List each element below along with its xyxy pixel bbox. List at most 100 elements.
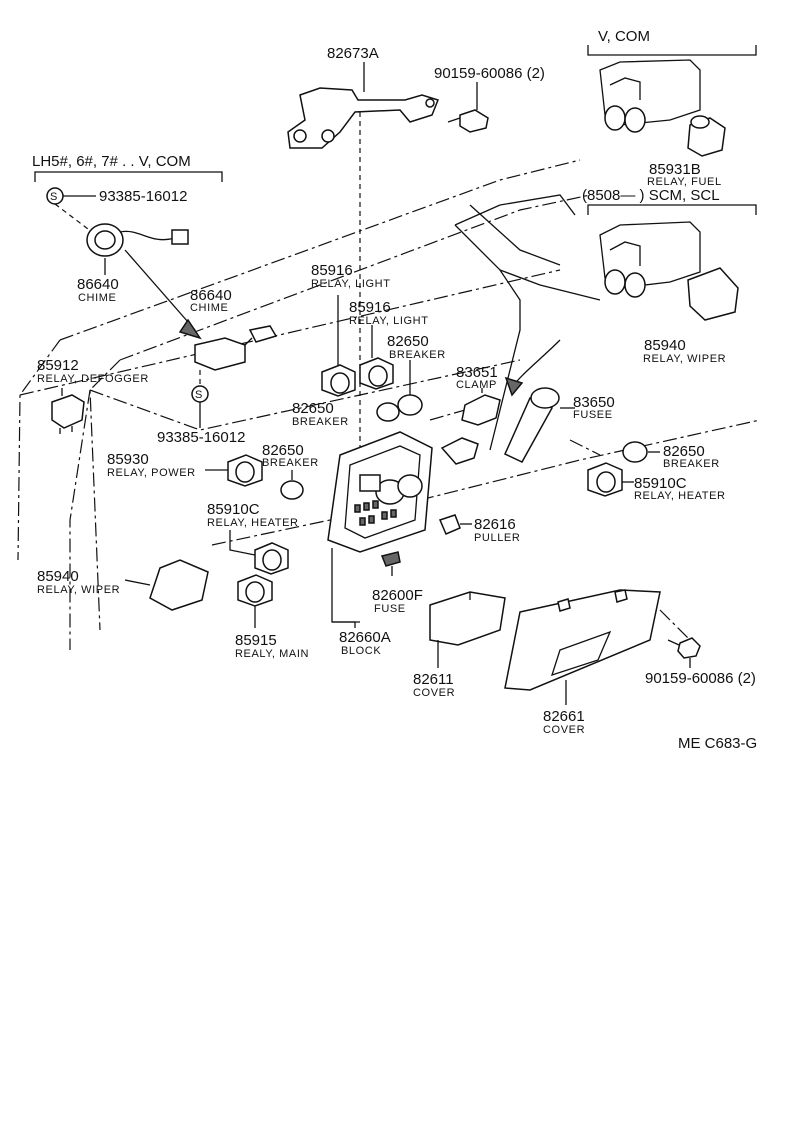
puller-82616 (438, 514, 472, 535)
part-name: RELAY, HEATER (634, 490, 726, 502)
part-number: 85915 (235, 632, 277, 649)
cover-small-icon (429, 591, 506, 646)
part-name: RELAY, FUEL (647, 176, 722, 188)
leader-line (331, 548, 356, 628)
part-number: 85931B (649, 161, 701, 178)
part-label-86640-inset: 86640 CHIME (77, 276, 119, 304)
breaker-82650-right (622, 441, 660, 463)
relay-heater-face-icon (596, 471, 616, 493)
relay-fuel-top-icon (690, 115, 710, 129)
fuse-icon (380, 551, 401, 567)
fuse-slot-icon (354, 504, 361, 513)
part-label-82660A: 82660A BLOCK (339, 629, 391, 657)
fuse-tool-83650 (504, 387, 575, 463)
s-mark-label: S (50, 191, 58, 203)
panel-line (659, 609, 691, 641)
part-number: 82650 (387, 333, 429, 350)
chime-connector-icon (171, 229, 189, 245)
part-label-85912: 85912 RELAY, DEFOGGER (37, 357, 148, 385)
inset-bracket-top (34, 171, 223, 182)
bracket-hole-icon (293, 129, 307, 143)
part-name: REALY, MAIN (235, 648, 309, 660)
inset-header-v-com: V, COM (598, 28, 650, 45)
arrow-line (124, 249, 196, 331)
cover-clip-icon (614, 589, 628, 603)
relay-heater-right (587, 462, 634, 497)
part-label-85930: 85930 RELAY, POWER (107, 451, 195, 479)
relay-power-face-icon (235, 461, 255, 483)
relay-heater-face-icon (262, 549, 282, 571)
block-socket-icon (359, 474, 381, 492)
fuse-slot-icon (390, 509, 397, 518)
part-label-85940-left: 85940 RELAY, WIPER (37, 568, 120, 596)
inset-panel-detail (609, 241, 641, 266)
part-label-82616: 82616 PULLER (474, 516, 520, 544)
fusee-cap-icon (530, 387, 560, 409)
part-label-85910C-right: 85910C RELAY, HEATER (634, 475, 726, 502)
bracket-hole-icon (425, 98, 435, 108)
relay-heater-left (211, 519, 331, 575)
chime-block-icon (194, 337, 246, 371)
part-name: BREAKER (389, 349, 446, 361)
chime-wire-icon (119, 230, 176, 241)
part-name: FUSEE (573, 409, 613, 421)
part-label-82611: 82611 COVER (413, 671, 455, 699)
puller-icon (438, 514, 461, 535)
cover-82661 (504, 589, 691, 705)
inset-scm-scl: (8508— ) SCM, SCL (582, 187, 757, 321)
part-number: 83651 (456, 364, 498, 381)
arrow-head-icon (504, 376, 524, 397)
relay-defogger-icon (51, 394, 85, 429)
breaker-82650-left (280, 470, 304, 500)
part-label-82650-b: 82650 BREAKER (292, 400, 349, 428)
breaker-icon (376, 402, 400, 422)
bolt-shank-icon (447, 117, 461, 123)
bracket-82673A (287, 62, 439, 480)
clamp-icon (440, 437, 479, 465)
bracket-icon (287, 87, 439, 149)
part-label-82673A: 82673A (327, 45, 379, 62)
relay-power-85930 (205, 454, 263, 487)
part-name: RELAY, WIPER (37, 584, 120, 596)
fuse-slot-icon (368, 515, 375, 524)
part-number: 90159-60086 (2) (645, 670, 756, 687)
cover-82611 (429, 591, 506, 668)
fuse-slot-icon (381, 511, 388, 520)
relay-main-face-icon (245, 581, 265, 603)
chime-wire-icon (244, 337, 253, 346)
leader-line (124, 579, 151, 586)
part-label-82650-d: 82650 BREAKER (663, 443, 719, 470)
part-label-85915: 85915 REALY, MAIN (235, 632, 309, 660)
inset-bracket-top (587, 204, 757, 215)
fuse-slot-icon (363, 502, 370, 511)
part-label-85916-b: 85916 RELAY, LIGHT (349, 299, 428, 327)
figure-code: ME C683-G (678, 735, 757, 752)
part-name: RELAY, HEATER (207, 517, 299, 529)
part-number: 83650 (573, 394, 615, 411)
part-number: 85916 (311, 262, 353, 279)
fuse-82600F (380, 551, 401, 576)
part-label-93385-top: 93385-16012 (99, 188, 187, 205)
s-mark-label: S (195, 389, 203, 401)
part-name: BREAKER (262, 457, 319, 469)
part-name: RELAY, WIPER (643, 353, 726, 365)
part-number: 85910C (634, 475, 687, 492)
part-number: 90159-60086 (2) (434, 65, 545, 82)
relay-pins-icon (59, 426, 73, 434)
part-label-83651: 83651 CLAMP (456, 364, 498, 391)
bolt-head-icon (677, 637, 701, 659)
part-name: COVER (413, 687, 455, 699)
part-number: 82673A (327, 45, 379, 62)
fuse-slot-icon (359, 517, 366, 526)
inset-lh5: LH5#, 6#, 7# . . V, COM S (32, 153, 223, 340)
part-name: BREAKER (292, 416, 349, 428)
part-name: RELAY, LIGHT (311, 278, 391, 290)
inset-v-com: V, COM (587, 28, 757, 157)
part-number: 85930 (107, 451, 149, 468)
chime-inner-icon (94, 230, 116, 250)
cover-window-icon (550, 630, 612, 677)
part-name: CHIME (78, 292, 116, 304)
part-name: COVER (543, 724, 585, 736)
